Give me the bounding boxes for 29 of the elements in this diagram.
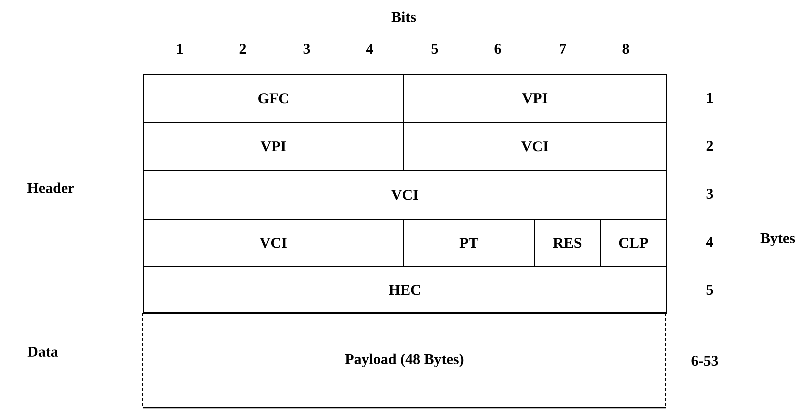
payload-box: Payload (48 Bytes) [142, 312, 666, 409]
section-label: Header [28, 182, 74, 194]
field-box: CLP [600, 219, 668, 268]
bit-number: 1 [177, 44, 183, 54]
byte-number: 5 [706, 285, 714, 295]
axis-title: Bits [392, 12, 416, 22]
field-box: VCI [143, 219, 404, 268]
field-box: PT [403, 219, 536, 268]
byte-number: 4 [706, 237, 714, 247]
byte-number: 1 [707, 93, 713, 103]
field-box: VCI [403, 122, 668, 172]
axis-title: Bytes [760, 233, 796, 247]
field-box: RES [534, 219, 602, 268]
bit-number: 6 [494, 44, 502, 54]
bit-number: 3 [304, 44, 310, 54]
field-box: HEC [143, 266, 668, 314]
bit-number: 4 [366, 44, 374, 54]
byte-number: 2 [706, 141, 714, 151]
field-box: VCI [143, 170, 668, 220]
byte-number: 3 [706, 188, 714, 200]
section-label: Data [28, 347, 58, 357]
bit-number: 8 [622, 44, 630, 54]
field-box: GFC [143, 74, 404, 124]
field-box: VPI [143, 122, 404, 172]
bit-number: 2 [240, 44, 246, 54]
bit-number: 7 [560, 44, 566, 54]
field-box: VPI [403, 74, 668, 124]
bit-number: 5 [432, 44, 438, 54]
byte-number: 6-53 [692, 356, 718, 366]
